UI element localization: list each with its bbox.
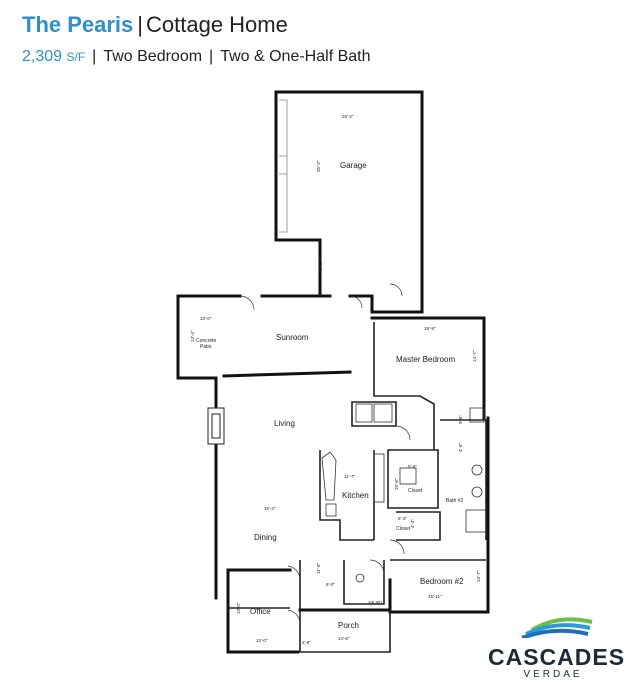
room-closet-small: Closet	[396, 526, 411, 532]
room-patio-line1: Concrete	[196, 338, 217, 344]
room-patio-line2: Patio	[200, 344, 212, 350]
brand-logo: CASCADES VERDAE	[488, 612, 626, 681]
dim-garage-depth: 25'-2"	[316, 160, 321, 172]
dim-patio-width: 10'-0"	[200, 316, 212, 321]
logo-wordmark: CASCADES	[488, 644, 626, 670]
square-footage: 2,309	[22, 48, 63, 65]
dim-patio-depth: 13'-4"	[190, 330, 195, 342]
room-office: Office	[250, 607, 271, 616]
dim-kitchen-width: 11'-7"	[344, 474, 356, 479]
home-type: Cottage Home	[146, 12, 288, 37]
room-kitchen: Kitchen	[342, 491, 369, 500]
dim-small-closet-b: 4'-3"	[410, 519, 415, 528]
bedroom-count: Two Bedroom	[103, 48, 203, 65]
room-living: Living	[274, 419, 295, 428]
dim-garage-width: 25'-2"	[342, 114, 354, 119]
dim-master-bath-a: 9'-6"	[458, 415, 463, 424]
room-dining: Dining	[254, 533, 277, 542]
dim-bedroom2-width: 15'-11"	[428, 594, 442, 599]
dim-office-depth: 13'-0"	[236, 602, 241, 614]
dim-master-bath-b: 4'-9"	[458, 443, 463, 452]
room-master-bedroom: Master Bedroom	[396, 355, 455, 364]
square-footage-unit: S/F	[66, 50, 86, 64]
plan-header: The Pearis|Cottage Home 2,309 S/F|Two Be…	[22, 10, 371, 68]
room-closet: Closet	[408, 488, 423, 494]
room-garage: Garage	[340, 161, 367, 170]
spec-separator: |	[92, 48, 97, 65]
room-bath-2: Bath #2	[446, 498, 463, 504]
dim-pantry: 11'-0"	[316, 562, 321, 574]
room-porch: Porch	[338, 621, 359, 630]
dim-porch-width: 14'-5"	[338, 636, 350, 641]
title-line: The Pearis|Cottage Home	[22, 10, 371, 40]
spec-line: 2,309 S/F | Two Bedroom | Two & One-Half Bat…	[22, 46, 371, 68]
dim-bedroom2-depth: 13'-7"	[476, 570, 481, 582]
bath-fixtures	[355, 403, 487, 583]
garage-details	[279, 99, 288, 233]
dim-porch-step: 2'-8"	[302, 640, 311, 645]
fireplace	[207, 407, 225, 445]
dim-master-width: 18'-9"	[424, 326, 436, 331]
kitchen-cabinets	[321, 451, 385, 517]
dim-half-bath: 3/6 8/0	[368, 600, 382, 605]
spec-separator: |	[209, 48, 214, 65]
dim-office-width: 12'-0"	[256, 638, 268, 643]
door-swings	[239, 283, 411, 625]
room-sunroom: Sunroom	[276, 333, 309, 342]
dim-master-depth: 14'-7"	[472, 350, 477, 362]
dim-hall-width: 9'-0"	[318, 261, 323, 270]
logo-subtitle: VERDAE	[523, 669, 583, 680]
dim-living-width: 15'-4"	[264, 506, 276, 511]
dim-closet-depth: 10'-8"	[394, 478, 399, 490]
dim-small-closet-a: 6'-3"	[398, 516, 407, 521]
wave-icon	[521, 617, 593, 640]
dim-hall-b: 6'-0"	[326, 582, 335, 587]
interior-walls	[228, 322, 487, 653]
model-name: The Pearis	[22, 12, 134, 37]
exterior-walls	[176, 90, 490, 654]
title-separator: |	[137, 12, 143, 37]
room-bedroom-2: Bedroom #2	[420, 577, 464, 586]
dim-closet-width: 5'-6"	[408, 464, 417, 469]
bath-count: Two & One-Half Bath	[220, 48, 371, 65]
